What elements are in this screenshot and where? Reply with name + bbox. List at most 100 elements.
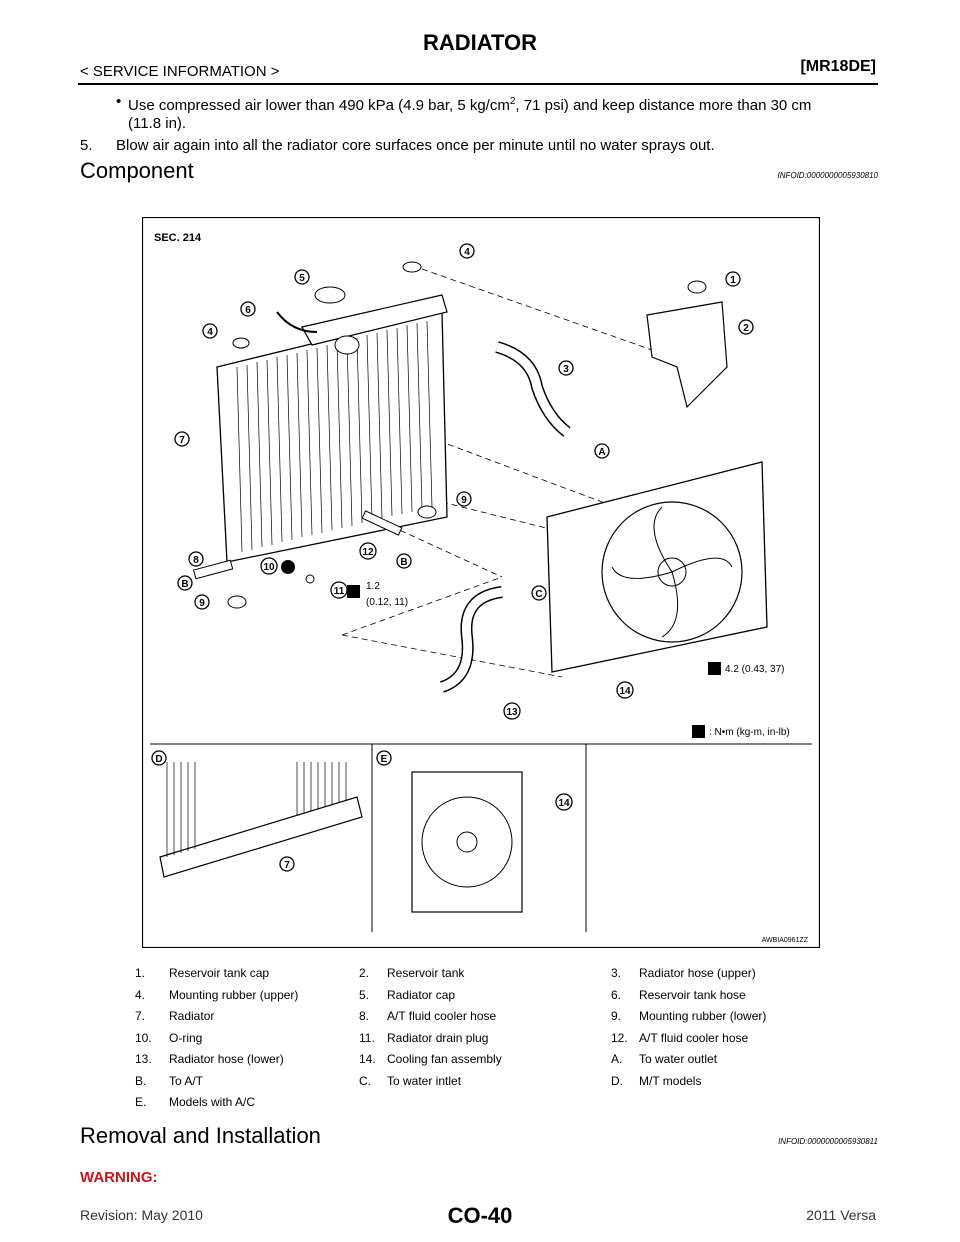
warning-label: WARNING: (80, 1169, 158, 1186)
page-number: CO-40 (447, 1203, 513, 1228)
legend-num: 14. (359, 1052, 376, 1066)
svg-text:D: D (155, 754, 162, 765)
legend-row: 1. Reservoir tank cap 2. Reservoir tank … (135, 966, 766, 988)
legend-num: D. (611, 1073, 623, 1088)
torque-drain-plug-b: (0.12, 11) (366, 597, 408, 608)
legend-label: Radiator hose (lower) (169, 1052, 284, 1066)
legend-label: To water intlet (387, 1073, 462, 1088)
component-diagram: SEC. 214 (141, 216, 821, 949)
legend-label: To A/T (169, 1073, 204, 1088)
legend-label: Reservoir tank hose (639, 987, 746, 1002)
legend-num: E. (135, 1095, 147, 1109)
legend-num: 6. (611, 987, 622, 1002)
svg-text:4: 4 (464, 247, 470, 258)
legend-label: Radiator cap (387, 987, 456, 1002)
legend-num: 11. (359, 1030, 375, 1045)
torque-fan-bolt: 4.2 (0.43, 37) (725, 664, 784, 675)
intro-bullet-text-b: , 71 psi) and keep distance more than 30… (515, 97, 812, 114)
reservoir-tank-drawing (646, 280, 728, 409)
legend-row: B. To A/T C. To water intlet D. M/T mode… (135, 1074, 766, 1096)
legend-num: 13. (135, 1052, 152, 1066)
legend-label: Radiator (169, 1009, 215, 1023)
legend-num (611, 1095, 639, 1117)
svg-text:10: 10 (263, 562, 275, 573)
legend-num: 3. (611, 966, 622, 980)
svg-text:E: E (381, 754, 388, 765)
removal-heading: Removal and Installation (80, 1123, 321, 1148)
legend-num: 1. (135, 966, 146, 980)
svg-text:13: 13 (506, 707, 518, 718)
removal-infoid: INFOID:0000000005930811 (778, 1137, 878, 1146)
bullet-dot: • (116, 93, 122, 110)
svg-text:B: B (181, 579, 188, 590)
legend-num: 2. (359, 966, 370, 980)
svg-text:4: 4 (207, 327, 213, 338)
revision-date: Revision: May 2010 (80, 1207, 203, 1223)
legend-num: 7. (135, 1009, 146, 1023)
torque-units-legend: : N•m (kg-m, in-lb) (709, 727, 790, 738)
legend-row: 4. Mounting rubber (upper) 5. Radiator c… (135, 988, 766, 1010)
legend-num: A. (611, 1052, 623, 1066)
legend-num: 9. (611, 1009, 622, 1023)
svg-text:14: 14 (558, 798, 570, 809)
callout-group: 1 2 3 4 4 5 6 7 8 9 9 10 11 12 13 14 14 … (151, 243, 754, 872)
svg-text:7: 7 (179, 435, 185, 446)
legend-label: O-ring (169, 1030, 203, 1045)
intro-bullet: Use compressed air lower than 490 kPa (4… (128, 91, 888, 116)
intro-bullet-sup: 2 (509, 96, 516, 107)
legend-label: To water outlet (639, 1052, 718, 1066)
legend-label: A/T fluid cooler hose (387, 1009, 497, 1023)
legend-num (359, 1095, 387, 1117)
breadcrumb: < SERVICE INFORMATION > (80, 63, 280, 80)
svg-text:6: 6 (245, 305, 251, 316)
svg-text:C: C (535, 589, 542, 600)
legend-num: 10. (135, 1030, 152, 1045)
legend-label: Mounting rubber (upper) (169, 987, 299, 1002)
svg-text:A: A (598, 447, 605, 458)
legend-row: 7. Radiator 8. A/T fluid cooler hose 9. … (135, 1009, 766, 1031)
panel-d-radiator (159, 762, 363, 878)
svg-text:5: 5 (299, 273, 305, 284)
legend-label: Models with A/C (169, 1095, 256, 1109)
legend-num: B. (135, 1073, 147, 1088)
legend-row: 13. Radiator hose (lower) 14. Cooling fa… (135, 1052, 766, 1074)
svg-text:7: 7 (284, 860, 290, 871)
figure-id: AWBIA0961ZZ (762, 937, 809, 944)
page-title: RADIATOR (422, 30, 538, 55)
legend-label: Radiator drain plug (387, 1030, 489, 1045)
svg-text:12: 12 (362, 547, 374, 558)
legend-num: 4. (135, 987, 146, 1002)
intro-bullet-line2: (11.8 in). (128, 115, 187, 132)
legend-label (639, 1095, 766, 1117)
step-text: Blow air again into all the radiator cor… (116, 137, 715, 154)
parts-legend: 1. Reservoir tank cap 2. Reservoir tank … (135, 966, 766, 1117)
panel-e-fan (411, 771, 523, 913)
vehicle-label: 2011 Versa (806, 1207, 876, 1223)
svg-text:3: 3 (563, 364, 569, 375)
legend-num: 8. (359, 1009, 370, 1023)
legend-num: C. (359, 1073, 371, 1088)
intro-bullet-text-a: Use compressed air lower than 490 kPa (4… (128, 97, 510, 114)
legend-label: M/T models (639, 1073, 702, 1088)
legend-label: A/T fluid cooler hose (639, 1030, 749, 1045)
legend-row: E. Models with A/C (135, 1095, 766, 1117)
svg-text:8: 8 (193, 555, 199, 566)
section-label: SEC. 214 (154, 232, 202, 244)
svg-text:2: 2 (743, 323, 749, 334)
legend-label: Radiator hose (upper) (639, 966, 756, 980)
cooling-fan-drawing (546, 461, 768, 673)
legend-label: Cooling fan assembly (387, 1052, 502, 1066)
legend-label: Mounting rubber (lower) (639, 1009, 767, 1023)
svg-text:1: 1 (730, 275, 736, 286)
legend-num: 12. (611, 1030, 628, 1045)
step-number: 5. (80, 137, 93, 154)
engine-model-label: [MR18DE] (800, 58, 876, 75)
svg-text:9: 9 (461, 495, 467, 506)
svg-text:B: B (400, 557, 407, 568)
svg-text:14: 14 (619, 686, 631, 697)
radiator-drawing (216, 286, 448, 563)
svg-text:9: 9 (199, 598, 205, 609)
diagram-svg: SEC. 214 (141, 216, 821, 949)
component-heading: Component (80, 158, 194, 183)
legend-num: 5. (359, 987, 370, 1002)
